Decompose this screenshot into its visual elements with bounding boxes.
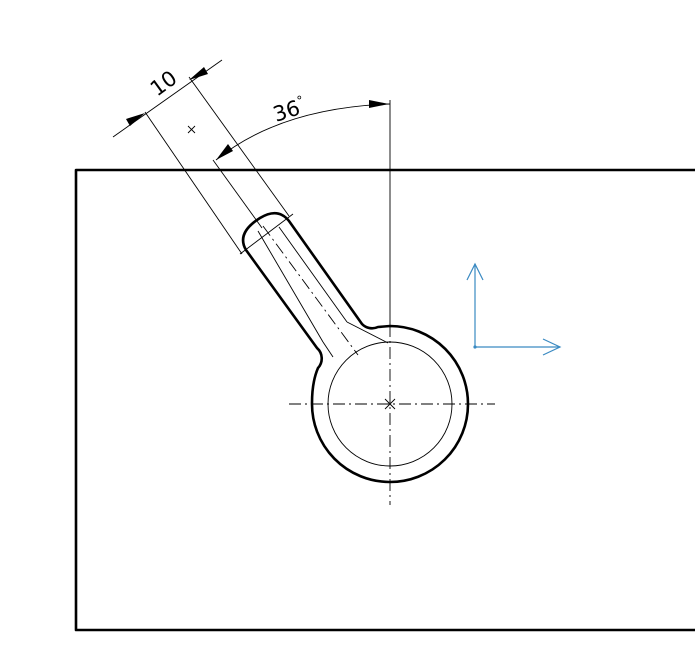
slot-axis-centerline xyxy=(262,225,359,356)
angle-dimension-text: 36° xyxy=(270,93,309,127)
origin-mark-icon xyxy=(187,125,196,134)
coordinate-axes-icon[interactable] xyxy=(466,262,562,356)
slot-inner-line-left xyxy=(257,230,324,343)
plate-outline[interactable] xyxy=(74,168,695,632)
slot-end-tangent-line xyxy=(239,213,294,255)
extension-line-right xyxy=(188,76,290,217)
axes-origin-dot xyxy=(473,345,477,349)
x-axis-arrow xyxy=(542,338,562,356)
angle-extension-line-slot xyxy=(212,159,263,229)
width-dimension-text: 10 xyxy=(146,66,182,101)
angle-dimension[interactable]: 36° xyxy=(212,93,391,325)
slot-inner-line-right xyxy=(278,226,348,323)
center-lines xyxy=(262,225,495,505)
arrowhead-right xyxy=(189,67,208,80)
angle-arc xyxy=(215,103,391,161)
keyhole-inner-lines xyxy=(239,213,453,467)
extension-line-left xyxy=(144,111,243,255)
arrowhead-left xyxy=(126,113,145,126)
slot-inner-transition-right xyxy=(346,321,389,344)
width-dimension[interactable]: 10 xyxy=(112,59,290,255)
angle-arrowhead-left xyxy=(216,144,233,160)
angle-arrowhead-right xyxy=(369,100,389,108)
cross-mark-icon xyxy=(384,398,396,410)
keyhole-outline[interactable] xyxy=(241,211,470,484)
slot-inner-transition-left xyxy=(322,341,334,358)
y-axis-arrow xyxy=(466,262,484,281)
